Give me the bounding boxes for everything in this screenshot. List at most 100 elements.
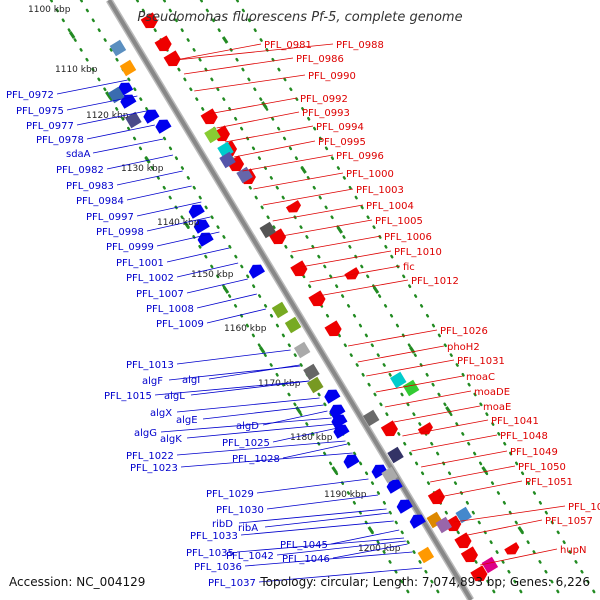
ruler-dash bbox=[481, 466, 488, 474]
leader-line bbox=[224, 125, 314, 143]
gene-label-PFL_1009: PFL_1009 bbox=[156, 319, 204, 330]
leader-line bbox=[175, 43, 262, 61]
leader-line bbox=[238, 508, 387, 524]
gene-label-PFL_1025: PFL_1025 bbox=[222, 438, 270, 449]
leader-line bbox=[242, 154, 334, 172]
gene-label-PFL_0999: PFL_0999 bbox=[106, 242, 154, 253]
forward-gene-arrow-shape bbox=[380, 420, 398, 437]
ruler-dot-track bbox=[79, 0, 445, 600]
reverse-gene-arrow-shape bbox=[343, 454, 360, 469]
leader-line bbox=[106, 154, 174, 170]
forward-gene-arrow-shape bbox=[268, 228, 287, 245]
forward-gene-arrow bbox=[268, 228, 287, 245]
gene-label-PFL_1036: PFL_1036 bbox=[194, 562, 242, 573]
leader-line bbox=[233, 140, 316, 158]
reverse-gene-arrow-shape bbox=[409, 514, 426, 529]
forward-gene-arrow-shape bbox=[504, 542, 520, 555]
reverse-gene-arrow-shape bbox=[324, 389, 341, 404]
gene-label-PFL_1042: PFL_1042 bbox=[226, 551, 274, 562]
gene-label-PFL_0977: PFL_0977 bbox=[26, 121, 74, 132]
gene-label-PFL_1007: PFL_1007 bbox=[136, 289, 184, 300]
ruler-dash bbox=[222, 286, 230, 294]
gene-label-algE: algE bbox=[176, 415, 198, 426]
gene-label-PFL_1015: PFL_1015 bbox=[104, 391, 152, 402]
leader-line bbox=[300, 250, 392, 268]
gene-label-moaC: moaC bbox=[466, 372, 495, 383]
ruler-dot-track bbox=[235, 0, 600, 600]
ruler-tick-label: 1180 kbp bbox=[290, 433, 333, 443]
map-title: Pseudomonas fluorescens Pf-5, complete g… bbox=[137, 10, 463, 25]
ruler-dash bbox=[258, 346, 266, 354]
gene-label-PFL_0990: PFL_0990 bbox=[308, 71, 356, 82]
reverse-gene-arrow bbox=[386, 479, 403, 494]
leader-line bbox=[56, 79, 128, 95]
gene-label-PFL_1051: PFL_1051 bbox=[525, 477, 573, 488]
ruler-dash bbox=[183, 221, 190, 229]
gene-label-PFL_1056: PFL_1056 bbox=[568, 502, 600, 513]
gene-label-moaE: moaE bbox=[483, 402, 511, 413]
leader-line bbox=[332, 543, 408, 559]
gene-box bbox=[402, 379, 420, 397]
gene-label-PFL_1023: PFL_1023 bbox=[130, 463, 178, 474]
forward-gene-arrow-shape bbox=[324, 320, 342, 337]
forward-gene-arrow bbox=[454, 532, 472, 549]
reverse-gene-arrow bbox=[331, 414, 348, 429]
leader-line bbox=[86, 124, 155, 140]
gene-label-PFL_0972: PFL_0972 bbox=[6, 90, 54, 101]
gene-label-fic: fic bbox=[403, 262, 415, 273]
leader-line bbox=[253, 172, 344, 190]
gene-label-PFL_1026: PFL_1026 bbox=[440, 326, 488, 337]
gene-label-PFL_1012: PFL_1012 bbox=[411, 276, 459, 287]
forward-gene-arrow-shape bbox=[154, 35, 172, 52]
forward-gene-arrow-shape bbox=[200, 108, 218, 125]
forward-gene-arrow-shape bbox=[308, 290, 326, 307]
leader-line bbox=[166, 247, 230, 263]
leader-line bbox=[208, 364, 300, 380]
gene-label-algF: algF bbox=[142, 376, 163, 387]
gene-label-PFL_1050: PFL_1050 bbox=[518, 462, 566, 473]
reverse-gene-arrow-shape bbox=[188, 204, 205, 219]
leader-lines-layer bbox=[56, 43, 566, 583]
leader-line bbox=[462, 519, 543, 537]
gene-label-PFL_0996: PFL_0996 bbox=[336, 151, 384, 162]
ruler-tick-label: 1120 kbp bbox=[86, 111, 129, 121]
leader-line bbox=[176, 397, 320, 413]
reverse-gene-arrow bbox=[409, 514, 426, 529]
forward-gene-arrow-shape bbox=[285, 200, 302, 213]
leader-line bbox=[348, 329, 438, 347]
leader-line bbox=[276, 540, 406, 556]
gene-label-PFL_1005: PFL_1005 bbox=[375, 216, 423, 227]
leader-line bbox=[92, 138, 164, 154]
gene-label-sdaA: sdaA bbox=[66, 149, 91, 160]
gene-box bbox=[293, 341, 311, 359]
gene-box bbox=[387, 446, 404, 464]
reverse-gene-arrow bbox=[188, 204, 205, 219]
reverse-gene-arrow-shape bbox=[193, 219, 210, 234]
gene-label-algI: algI bbox=[182, 375, 200, 386]
leader-line bbox=[240, 520, 394, 536]
reverse-gene-arrow bbox=[329, 404, 346, 419]
gene-label-PFL_1004: PFL_1004 bbox=[366, 201, 414, 212]
leader-line bbox=[202, 404, 324, 420]
reverse-gene-arrow-shape bbox=[329, 404, 346, 419]
gene-label-PFL_1003: PFL_1003 bbox=[356, 185, 404, 196]
forward-gene-arrow bbox=[163, 50, 181, 67]
leader-line bbox=[430, 465, 516, 483]
forward-gene-arrow bbox=[285, 200, 302, 213]
reverse-gene-arrow bbox=[155, 119, 172, 134]
leader-line bbox=[439, 480, 523, 498]
leader-line bbox=[183, 57, 294, 75]
forward-gene-arrow bbox=[290, 260, 308, 277]
forward-gene-arrow-shape bbox=[344, 267, 360, 280]
ruler-dash bbox=[372, 286, 380, 294]
gene-label-PFL_1037: PFL_1037 bbox=[208, 578, 256, 589]
forward-gene-arrow bbox=[154, 35, 172, 52]
ruler-dash bbox=[367, 526, 375, 534]
ruler-tick-label: 1190 kbp bbox=[324, 490, 367, 500]
ruler-dash bbox=[105, 91, 112, 99]
reverse-gene-arrow bbox=[324, 389, 341, 404]
gene-label-PFL_0986: PFL_0986 bbox=[296, 54, 344, 65]
reverse-gene-arrow-shape bbox=[143, 109, 160, 124]
gene-label-phoH2: phoH2 bbox=[447, 342, 480, 353]
